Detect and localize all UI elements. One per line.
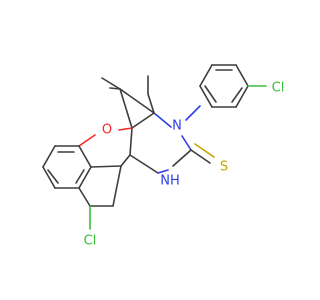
bond-low-2 bbox=[42, 145, 56, 168]
nh-label: NH bbox=[160, 174, 180, 189]
bond-core-5 bbox=[129, 127, 133, 156]
methyl-bond-1 bbox=[101, 77, 121, 90]
bond-n-quaternary bbox=[153, 112, 172, 128]
bond-low-to-chloro bbox=[78, 187, 91, 207]
bond-nh-core bbox=[157, 169, 169, 174]
bond-cs-right bbox=[194, 143, 215, 158]
bond-low-side-2 bbox=[112, 165, 122, 207]
bond-core-oxygen-top bbox=[118, 127, 133, 131]
bond-thione-c-to-nh bbox=[172, 149, 192, 167]
bicyclic-core: O bbox=[78, 87, 159, 174]
nitrogen-top-label: N bbox=[172, 119, 182, 134]
bond-core-oxygen-aromatic bbox=[78, 134, 96, 147]
chlorine-bottom-label: Cl bbox=[84, 234, 97, 249]
bond-n-thione-carbon bbox=[181, 135, 192, 151]
molecule-structure: Cl N O NH S bbox=[42, 64, 285, 249]
bond-core-1 bbox=[147, 93, 155, 114]
bond-low-6 bbox=[78, 145, 92, 168]
bond-low-double-3 bbox=[75, 169, 85, 184]
molecule-canvas: Cl N O NH S bbox=[42, 64, 285, 249]
bond-aryl-6 bbox=[199, 85, 213, 108]
chlorobenzene-ring bbox=[42, 145, 122, 207]
chlorophenyl-ring bbox=[199, 64, 249, 108]
chlorine-top-label: Cl bbox=[272, 81, 285, 96]
bond-aryl-3 bbox=[235, 64, 249, 87]
bond-core-6 bbox=[129, 154, 159, 174]
bond-core-7 bbox=[120, 154, 131, 167]
bond-core-3 bbox=[119, 88, 133, 129]
bond-low-double-2 bbox=[47, 169, 59, 184]
bond-low-5 bbox=[78, 166, 92, 189]
bond-core-2 bbox=[131, 112, 155, 129]
bond-aryl-1 bbox=[199, 64, 213, 87]
oxygen-label: O bbox=[102, 123, 112, 138]
bond-low-to-core bbox=[90, 165, 122, 168]
bond-aryl-double-2 bbox=[231, 87, 243, 103]
bond-cs-left bbox=[190, 149, 211, 164]
bond-aryl-4 bbox=[235, 85, 249, 108]
bond-core-8 bbox=[119, 88, 155, 114]
bond-aryl-n bbox=[185, 105, 201, 121]
sulfur-label: S bbox=[220, 160, 228, 175]
bond-aryl-double-3 bbox=[204, 85, 217, 103]
bond-low-3 bbox=[42, 166, 56, 189]
